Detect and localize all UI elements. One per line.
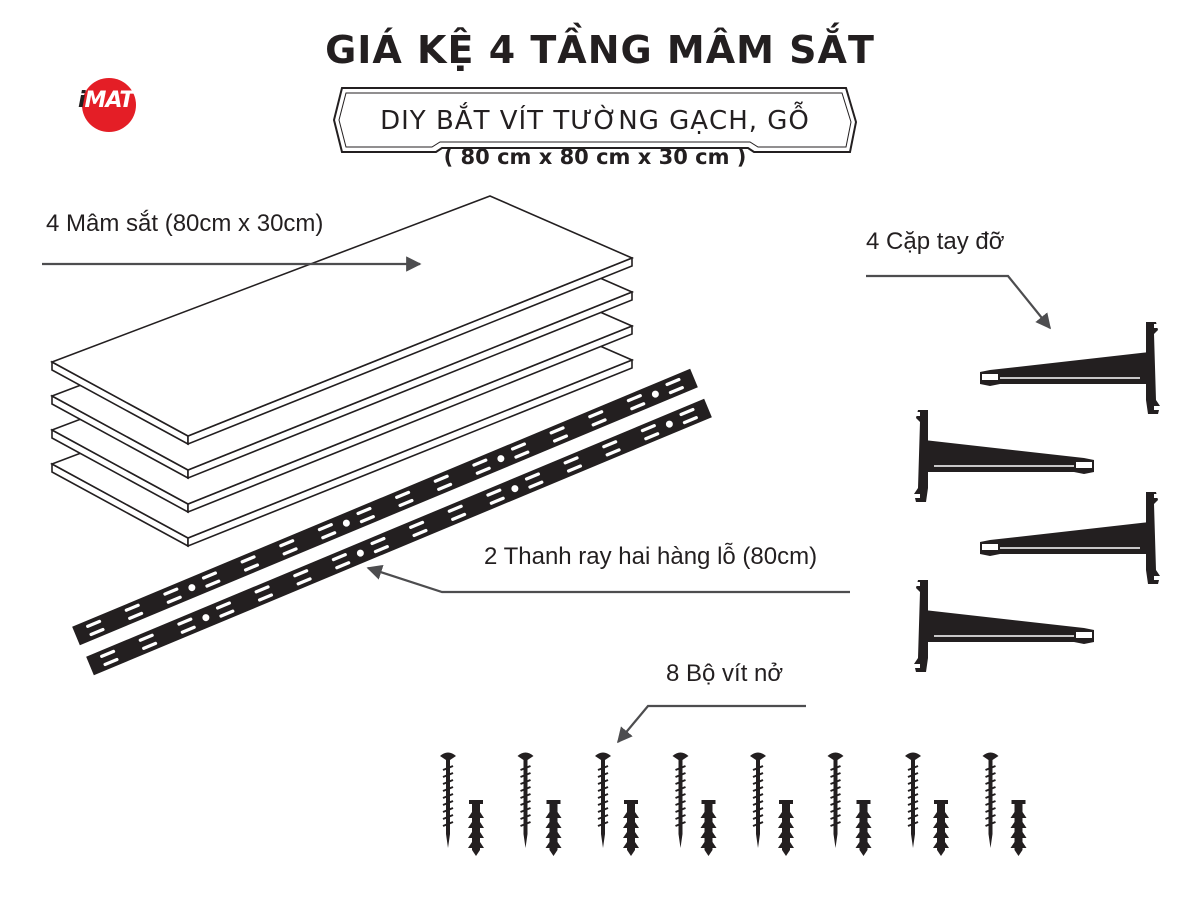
screws-label: 8 Bộ vít nở (666, 660, 784, 687)
screw-icon (982, 752, 999, 848)
leader-arrows (42, 256, 1051, 744)
screw-icon (672, 752, 689, 848)
screw-icon (827, 752, 844, 848)
wall-anchor-icon (623, 800, 639, 856)
brand-logo: iMAT (78, 78, 152, 132)
shelf-tray-icon (50, 195, 635, 446)
wall-anchor-icon (933, 800, 949, 856)
wall-anchor-icon (1010, 800, 1027, 856)
subtitle: DIY BẮT VÍT TƯỜNG GẠCH, GỖ (380, 106, 810, 136)
shelf-bracket-icon (980, 492, 1160, 584)
rails-label: 2 Thanh ray hai hàng lỗ (80cm) (484, 543, 818, 570)
logo-disc (82, 78, 136, 132)
logo-text: iMAT (78, 88, 134, 113)
wall-anchor-icon (700, 800, 717, 856)
wall-rails (72, 368, 712, 676)
screw-set (440, 752, 1027, 856)
wall-rail-icon (72, 368, 698, 646)
shelf-brackets (914, 322, 1160, 672)
wall-anchor-icon (468, 800, 484, 856)
wall-rail-icon (86, 398, 712, 676)
screws-arrow-icon (617, 704, 806, 744)
screw-icon (440, 752, 456, 848)
trays-label: 4 Mâm sắt (80cm x 30cm) (46, 210, 324, 237)
brackets-label: 4 Cặp tay đỡ (866, 228, 1005, 255)
page-title: GIÁ KỆ 4 TẦNG MÂM SẮT (325, 28, 875, 72)
shelf-bracket-icon (914, 410, 1094, 502)
brackets-arrow-icon (866, 274, 1051, 330)
rails-arrow-icon (366, 564, 850, 594)
wall-anchor-icon (778, 800, 794, 856)
subtitle-banner (332, 87, 858, 153)
screw-icon (750, 752, 766, 848)
screw-icon (517, 752, 534, 848)
shelf-bracket-icon (980, 322, 1160, 414)
shelf-trays (50, 195, 635, 548)
screw-icon (905, 752, 921, 848)
wall-anchor-icon (545, 800, 562, 856)
shelf-bracket-icon (914, 580, 1094, 672)
screw-icon (595, 752, 611, 848)
wall-anchor-icon (855, 800, 872, 856)
dimensions-label: ( 80 cm x 80 cm x 30 cm ) (443, 145, 747, 169)
